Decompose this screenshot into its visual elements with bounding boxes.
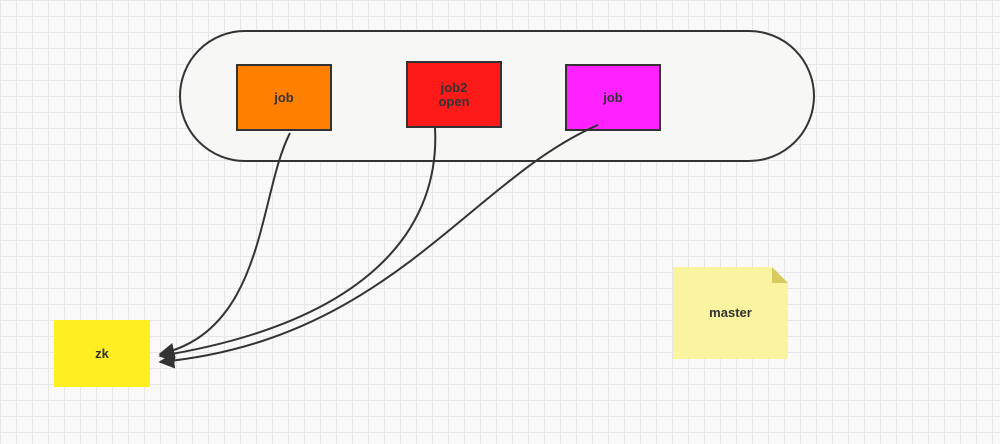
job-node-3-label: job bbox=[603, 89, 623, 105]
zk-node-label: zk bbox=[95, 345, 109, 361]
note-fold-corner bbox=[772, 267, 788, 283]
job2-node[interactable]: job2 open bbox=[406, 61, 502, 128]
job-node-3[interactable]: job bbox=[565, 64, 661, 131]
edge-job2-to-zk bbox=[158, 127, 437, 362]
job2-node-label: job2 open bbox=[438, 79, 470, 109]
edge-job1-to-zk bbox=[158, 132, 291, 359]
master-note[interactable]: master bbox=[673, 267, 788, 359]
job-node-1[interactable]: job bbox=[236, 64, 332, 131]
zk-node[interactable]: zk bbox=[54, 320, 150, 387]
job-node-1-label: job bbox=[274, 89, 294, 105]
master-note-label: master bbox=[709, 305, 752, 320]
